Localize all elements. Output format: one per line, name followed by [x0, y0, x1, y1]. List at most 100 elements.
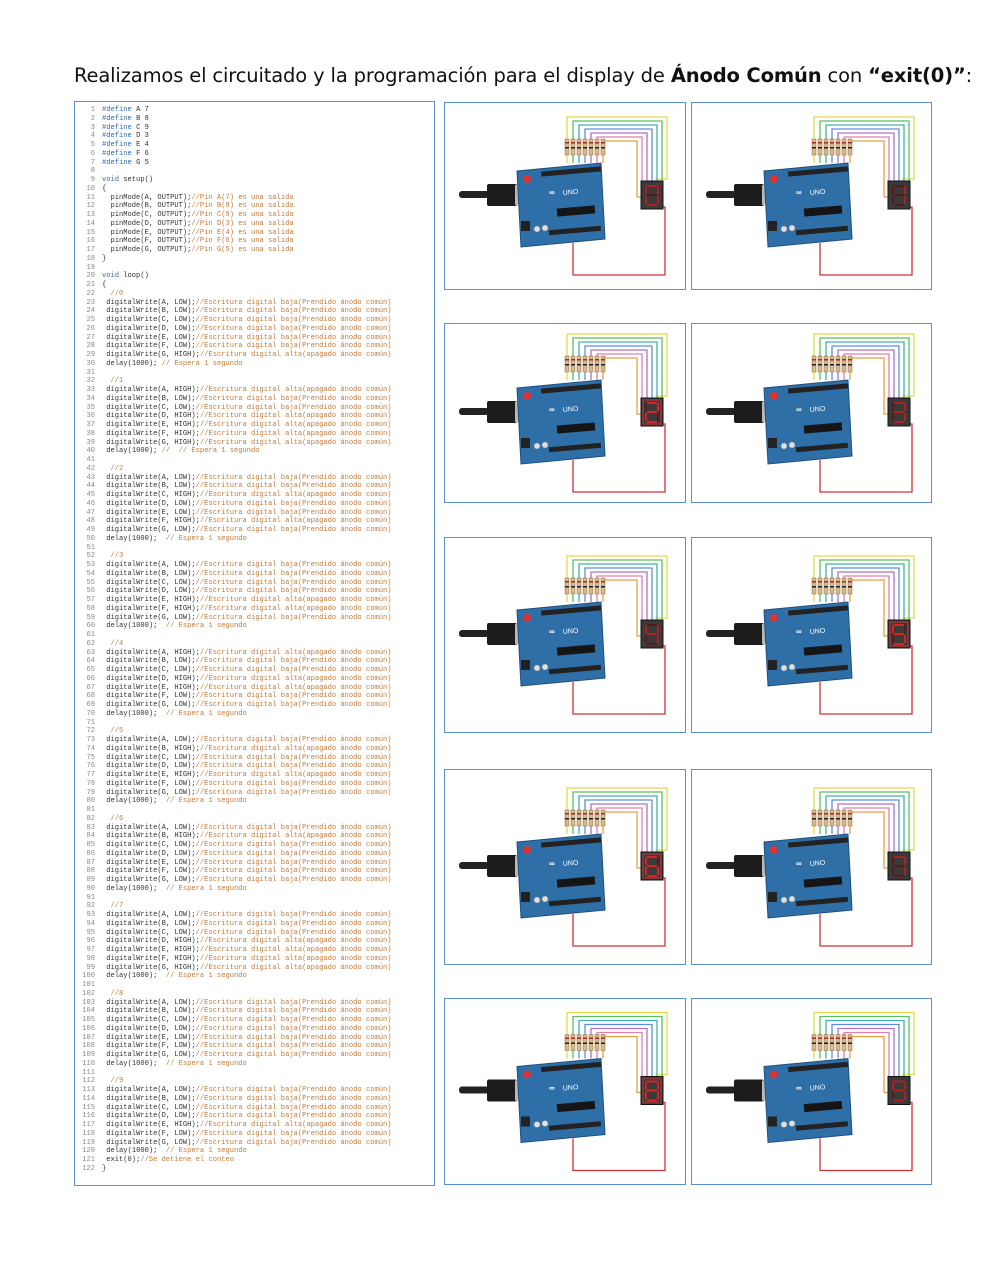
wire: [813, 555, 915, 619]
segment-a: [647, 856, 657, 858]
code-line: 3#define C 9: [75, 124, 149, 133]
code-line: 100 delay(1000); // Espera 1 segundo: [75, 972, 247, 981]
code-text: //6: [110, 814, 124, 823]
code-text: pinMode(C, OUTPUT);//Pin C(9) es una sal…: [110, 211, 294, 219]
code-text: //2: [110, 464, 124, 473]
reset-button: [770, 846, 778, 854]
code-line: 65 digitalWrite(C, LOW);//Escritura digi…: [75, 666, 391, 675]
svg-text:∞: ∞: [549, 859, 555, 868]
line-number: 8: [90, 167, 95, 176]
code-text: delay(1000); // Espera 1 segundo: [106, 972, 247, 981]
code-text: //1: [110, 377, 124, 386]
code-text: digitalWrite(G, LOW);//Escritura digital…: [106, 526, 392, 534]
code-line: 39 digitalWrite(G, HIGH);//Escritura dig…: [75, 439, 391, 448]
circuit-diagram: ∞UNO: [459, 333, 668, 493]
code-line: 52 //3: [75, 552, 123, 561]
code-text: digitalWrite(A, LOW);//Escritura digital…: [106, 1086, 392, 1094]
line-number: 86: [86, 849, 95, 858]
code-line: 50 delay(1000); // Espera 1 segundo: [75, 535, 246, 544]
line-number: 104: [82, 1007, 95, 1016]
segment-g: [647, 633, 657, 635]
line-number: 21: [86, 281, 95, 289]
usb-plug: [487, 401, 517, 423]
line-number: 101: [82, 981, 95, 989]
code-text: digitalWrite(G, LOW);//Escritura digital…: [106, 876, 392, 884]
code-line: 10{: [75, 185, 106, 194]
segment-a: [894, 1080, 904, 1083]
code-text: digitalWrite(G, LOW);//Escritura digital…: [106, 701, 392, 709]
line-number: 28: [86, 342, 95, 351]
line-number: 23: [86, 298, 95, 307]
line-number: 95: [86, 928, 95, 937]
circuit-diagram: ∞UNO: [706, 787, 915, 947]
segment-g: [894, 633, 904, 635]
usb-plug: [734, 1079, 764, 1102]
code-line: 102 //8: [75, 990, 123, 999]
code-line: 24 digitalWrite(B, LOW);//Escritura digi…: [75, 307, 391, 316]
line-number: 122: [82, 1164, 95, 1173]
code-text: digitalWrite(D, LOW);//Escritura digital…: [106, 1024, 392, 1033]
line-number: 116: [82, 1112, 95, 1121]
microcontroller-chip: [803, 205, 843, 217]
arduino-board: [516, 833, 606, 919]
code-text: digitalWrite(B, LOW);//Escritura digital…: [106, 569, 392, 578]
code-line: 4#define D 3: [75, 132, 149, 141]
usb-cable: [459, 191, 489, 198]
code-line: 96 digitalWrite(D, HIGH);//Escritura dig…: [75, 937, 392, 946]
code-text: delay(1000); // Espera 1 segundo: [106, 884, 247, 893]
segment-f: [645, 625, 647, 633]
code-text: digitalWrite(C, LOW);//Escritura digital…: [106, 753, 392, 762]
code-text: digitalWrite(F, LOW);//Escritura digital…: [106, 1042, 392, 1051]
code-line: 33 digitalWrite(A, HIGH);//Escritura dig…: [75, 386, 391, 395]
code-text: digitalWrite(E, LOW);//Escritura digital…: [106, 508, 392, 517]
arduino-board: [763, 833, 853, 919]
line-number: 55: [86, 578, 95, 587]
segment-c: [657, 635, 659, 643]
code-text: {: [102, 281, 107, 289]
code-line: 69 digitalWrite(G, LOW);//Escritura digi…: [75, 701, 392, 710]
code-text: digitalWrite(D, LOW);//Escritura digital…: [106, 324, 392, 333]
code-text: digitalWrite(D, HIGH);//Escritura digita…: [106, 937, 392, 946]
code-text: //8: [110, 989, 124, 998]
code-text: delay(1000); // Espera 1 segundo: [106, 1147, 247, 1156]
wire: [813, 116, 915, 180]
segment-c: [657, 196, 659, 204]
code-text: //9: [110, 1077, 124, 1086]
arduino-board: [516, 162, 606, 248]
code-line: 78 digitalWrite(F, LOW);//Escritura digi…: [75, 780, 391, 789]
code-line: 118 digitalWrite(F, LOW);//Escritura dig…: [75, 1130, 391, 1139]
code-line: 107 digitalWrite(E, LOW);//Escritura dig…: [75, 1034, 391, 1043]
code-line: 91: [75, 894, 102, 903]
segment-a: [894, 624, 904, 626]
code-text: digitalWrite(C, LOW);//Escritura digital…: [106, 578, 392, 587]
svg-text:∞: ∞: [549, 1084, 555, 1093]
arduino-board: [763, 1057, 853, 1144]
code-text: digitalWrite(E, HIGH);//Escritura digita…: [106, 771, 392, 779]
segment-g: [647, 411, 657, 413]
line-number: 26: [86, 324, 95, 333]
code-text: delay(1000); // Espera 1 segundo: [106, 709, 247, 718]
code-line: 53 digitalWrite(A, LOW);//Escritura digi…: [75, 561, 391, 570]
line-number: 15: [86, 228, 95, 237]
heading-text: Realizamos el circuitado y la programaci…: [74, 64, 671, 87]
code-line: 16 pinMode(F, OUTPUT);//Pin F(6) es una …: [75, 237, 293, 246]
segment-b: [904, 186, 906, 194]
code-text: #define C 9: [102, 123, 149, 132]
line-number: 58: [86, 604, 95, 613]
wire: [566, 787, 668, 851]
line-number: 9: [90, 176, 95, 184]
circuit-digit-2: ∞UNO: [444, 323, 686, 503]
code-text: //7: [110, 902, 124, 911]
circuit-digit-3: ∞UNO: [691, 323, 932, 503]
line-number: 5: [90, 141, 95, 149]
circuit-diagram: ∞UNO: [706, 555, 915, 715]
segment-d: [894, 875, 904, 877]
line-number: 99: [86, 963, 95, 972]
code-text: delay(1000); // Espera 1 segundo: [106, 622, 247, 631]
svg-text:∞: ∞: [549, 188, 555, 197]
code-text: //3: [110, 552, 124, 561]
line-number: 45: [86, 491, 95, 499]
code-text: digitalWrite(F, LOW);//Escritura digital…: [106, 342, 392, 351]
code-text: delay(1000); // // Espera 1 segundo: [106, 447, 260, 456]
line-number: 27: [86, 333, 95, 342]
